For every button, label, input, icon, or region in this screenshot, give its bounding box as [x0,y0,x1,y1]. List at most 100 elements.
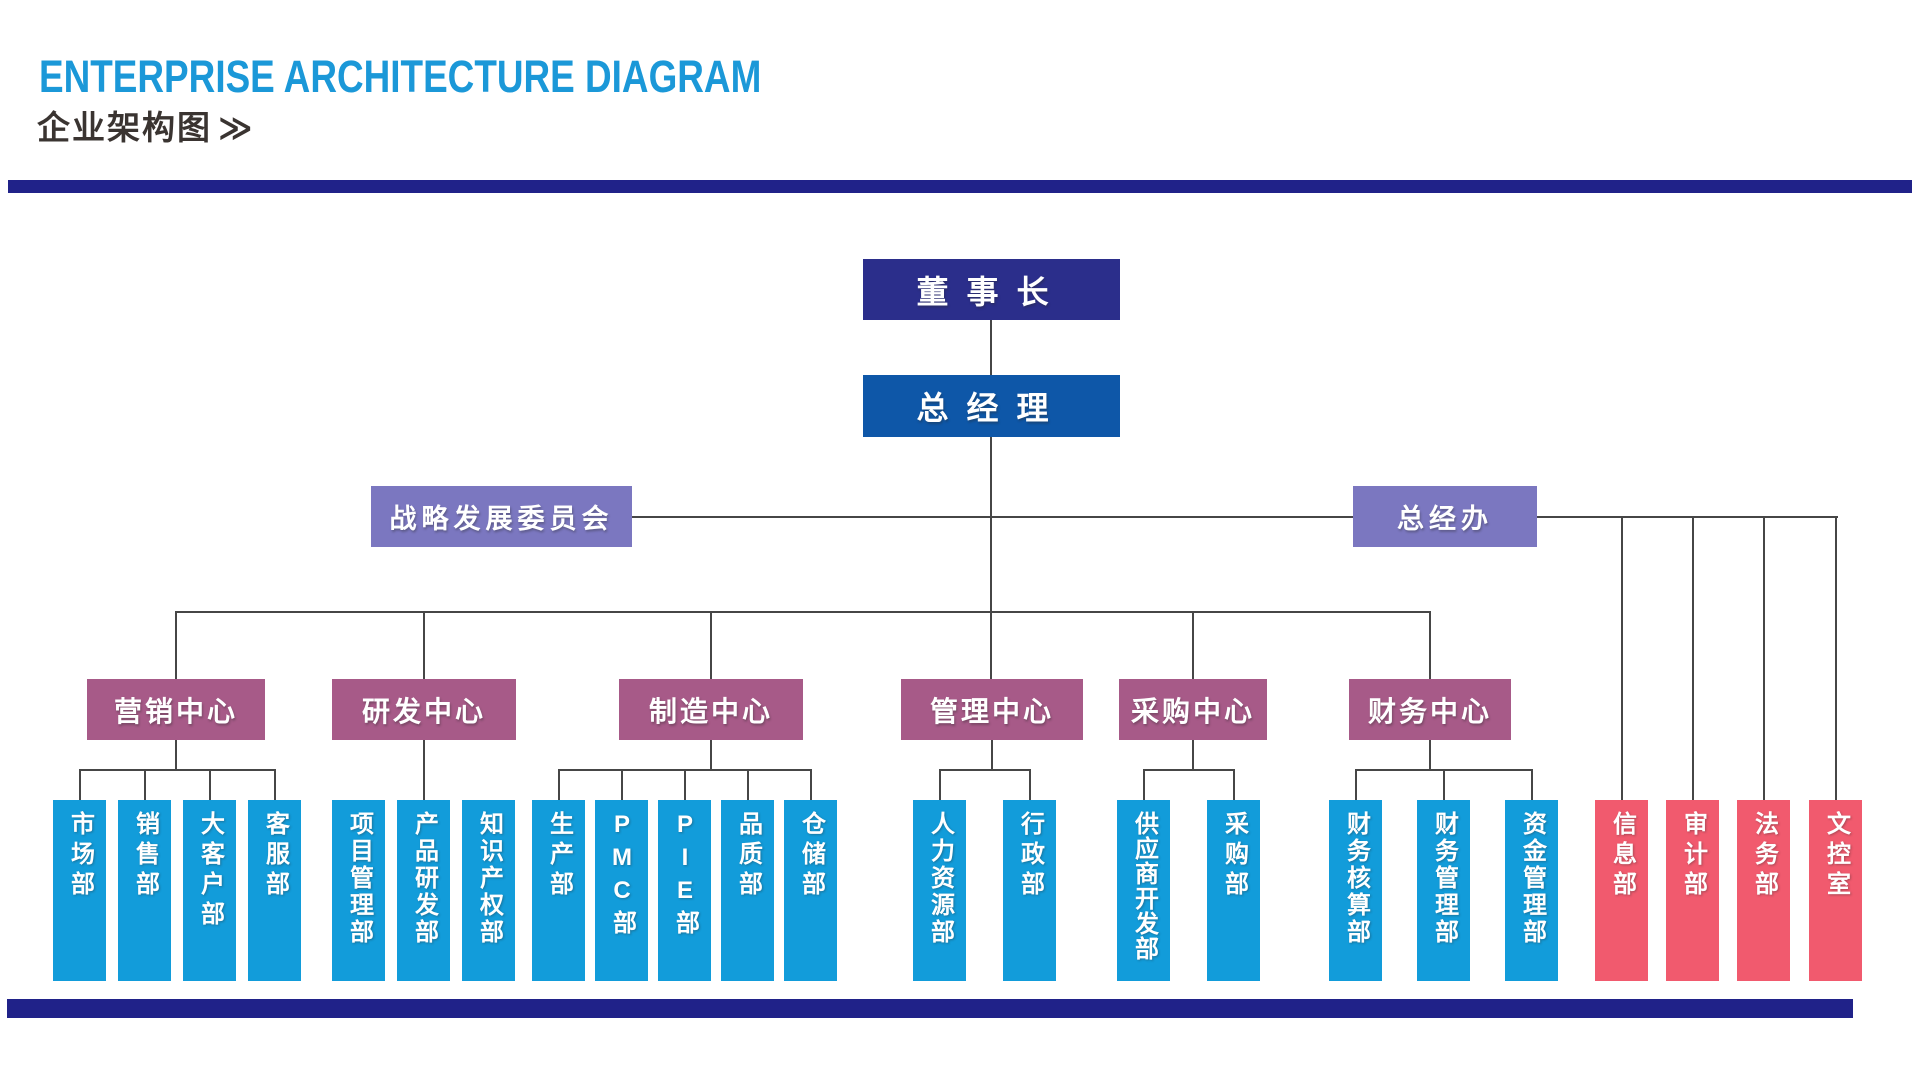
child-drop-link [939,770,941,800]
child-drop-link [1029,770,1031,800]
dept-box-label: 客服部 [261,811,289,901]
dept-box: 财务管理部 [1417,800,1470,981]
dept-box-label: 资金管理部 [1518,811,1546,946]
office-dept-box-label: 信息部 [1608,811,1636,901]
center-drop-link [423,611,425,679]
dept-box: 行政部 [1003,800,1056,981]
center-drop-link [175,611,177,679]
office-dept-box: 法务部 [1737,800,1790,981]
dept-box-label: 人力资源部 [926,811,954,946]
dept-box-label: 财务管理部 [1430,811,1458,946]
finance-center-box-label: 财务中心 [1367,695,1492,727]
office-dept-link [1621,517,1623,800]
dept-box-label: 财务核算部 [1342,811,1370,946]
center-drop-link [1192,611,1194,679]
child-drop-link [79,770,81,800]
management-center-box: 管理中心 [901,679,1083,740]
top-divider-bar [8,180,1912,193]
dept-box: 采购部 [1207,800,1260,981]
dept-box: 仓储部 [784,800,837,981]
dept-box: 财务核算部 [1329,800,1382,981]
child-drop-link [1233,770,1235,800]
office-dept-box: 信息部 [1595,800,1648,981]
dept-box-label: 产品研发部 [410,811,438,946]
marketing-center-box: 营销中心 [87,679,265,740]
rd-center-box-label: 研发中心 [361,695,486,727]
rd-center-box: 研发中心 [332,679,516,740]
dept-box-label: 行政部 [1016,811,1044,901]
dept-box: PIE部 [658,800,711,981]
dept-box: 生产部 [532,800,585,981]
dept-box: 知识产权部 [462,800,515,981]
procurement-center-box: 采购中心 [1119,679,1267,740]
children-row-link [79,769,276,771]
chairman-gm-link [990,320,992,375]
chairman-box-label: 董事长 [916,273,1067,310]
general-manager-box-label: 总经理 [916,390,1067,426]
dept-box-label: 供应商开发部 [1130,811,1158,961]
child-drop-link [1143,770,1145,800]
general-manager-box: 总经理 [863,375,1120,437]
bottom-divider-bar [7,999,1853,1018]
finance-center-box: 财务中心 [1349,679,1511,740]
distribution-link [175,611,1431,613]
center-child-link [1192,740,1194,769]
gm-trunk-link [990,437,992,679]
manufacturing-center-box-label: 制造中心 [648,695,773,727]
center-child-link [991,740,993,769]
dept-box-label: PMC部 [608,811,636,940]
page-title-chinese-text: 企业架构图 [37,109,212,146]
office-dept-box-label: 文控室 [1822,811,1850,901]
dept-box-label: 仓储部 [797,811,825,901]
office-dept-link [1835,517,1837,800]
center-child-link [1429,740,1431,769]
dept-box: 供应商开发部 [1117,800,1170,981]
dept-box: 客服部 [248,800,301,981]
child-drop-link [1443,770,1445,800]
office-dept-box-label: 法务部 [1750,811,1778,901]
office-dept-box-label: 审计部 [1679,811,1707,901]
dept-box: 品质部 [721,800,774,981]
dept-box-label: 大客户部 [196,811,224,931]
office-dept-link [1763,517,1765,800]
dept-box-label: 市场部 [66,811,94,901]
staff-row-link [632,516,1838,518]
dept-box: 产品研发部 [397,800,450,981]
dept-box-label: 品质部 [734,811,762,901]
dept-box: PMC部 [595,800,648,981]
management-center-box-label: 管理中心 [929,695,1054,727]
child-drop-link [684,770,686,800]
gm-office-box-label: 总经办 [1397,504,1493,534]
center-child-link [423,740,425,800]
office-dept-box: 审计部 [1666,800,1719,981]
children-row-link [939,769,1031,771]
child-drop-link [209,770,211,800]
center-drop-link [710,611,712,679]
strategy-committee-box: 战略发展委员会 [371,486,632,547]
strategy-committee-box-label: 战略发展委员会 [389,504,614,534]
marketing-center-box-label: 营销中心 [113,695,238,727]
dept-box-label: 生产部 [545,811,573,901]
child-drop-link [144,770,146,800]
manufacturing-center-box: 制造中心 [619,679,803,740]
child-drop-link [1355,770,1357,800]
dept-box: 大客户部 [183,800,236,981]
child-drop-link [274,770,276,800]
dept-box: 市场部 [53,800,106,981]
dept-box: 人力资源部 [913,800,966,981]
dept-box-label: PIE部 [671,811,699,940]
dept-box: 资金管理部 [1505,800,1558,981]
center-child-link [175,740,177,769]
center-child-link [710,740,712,769]
dept-box-label: 采购部 [1220,811,1248,901]
child-drop-link [1531,770,1533,800]
dept-box: 项目管理部 [332,800,385,981]
gm-office-box: 总经办 [1353,486,1537,547]
double-chevron-icon: ≫ [218,109,253,146]
chairman-box: 董事长 [863,259,1120,320]
dept-box: 销售部 [118,800,171,981]
dept-box-label: 知识产权部 [475,811,503,946]
dept-box-label: 销售部 [131,811,159,901]
page-title-english: ENTERPRISE ARCHITECTURE DIAGRAM [39,54,920,99]
